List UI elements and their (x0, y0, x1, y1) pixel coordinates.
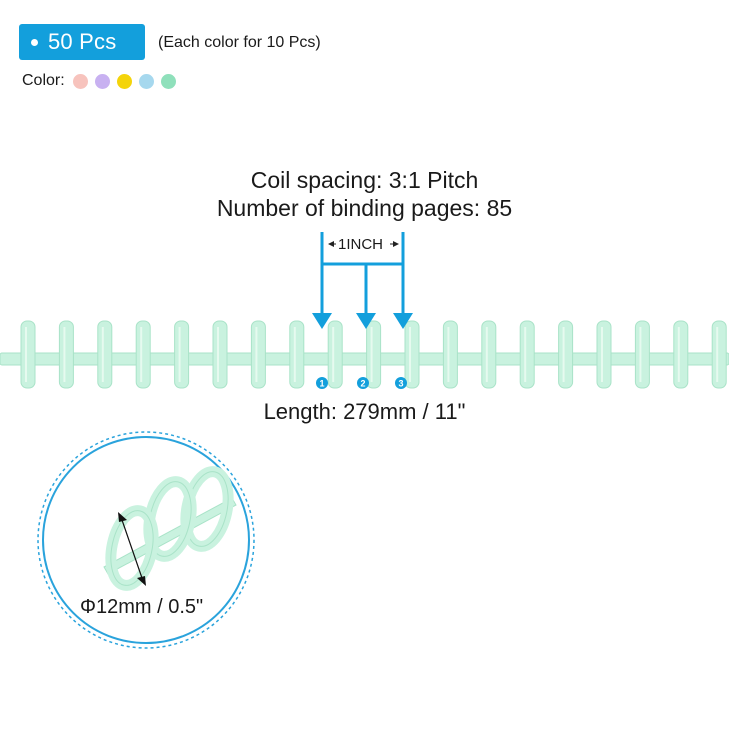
diameter-text: Φ12mm / 0.5" (80, 596, 204, 618)
coil-ring (404, 320, 420, 389)
coil-ring (481, 320, 497, 389)
coil-ring (327, 320, 343, 389)
coil-ring (596, 320, 612, 389)
coil-ring (366, 320, 382, 389)
quantity-note: (Each color for 10 Pcs) (158, 34, 321, 51)
color-swatch-green (160, 73, 176, 89)
pitch-dimension (320, 232, 405, 268)
marker-3-text: 3 (398, 379, 403, 389)
coil-ring (519, 320, 535, 389)
detail-zoom-circle (37, 431, 255, 649)
coil-ring (634, 320, 650, 389)
pitch-arrows (312, 264, 413, 329)
color-swatch-purple (94, 73, 110, 89)
coil-ring (135, 320, 151, 389)
coil-ring (212, 320, 228, 389)
pitch-markers: 1 2 3 (316, 377, 407, 389)
length-text: Length: 279mm / 11" (263, 399, 466, 424)
coil-ring (711, 320, 727, 389)
color-swatch-pink (72, 73, 88, 89)
color-swatch-blue (138, 73, 154, 89)
quantity-label: 50 Pcs (48, 29, 117, 54)
quantity-badge: 50 Pcs (19, 24, 145, 60)
coil-ring (97, 320, 113, 389)
coil-rings (20, 320, 727, 389)
coil-ring (20, 320, 36, 389)
marker-1-text: 1 (319, 379, 324, 389)
color-label: Color: (22, 72, 65, 89)
coil-ring (58, 320, 74, 389)
marker-2-text: 2 (360, 379, 365, 389)
pitch-label: 1INCH (337, 236, 385, 253)
arrow-down-icon (356, 313, 376, 329)
coil-ring (289, 320, 305, 389)
arrow-down-icon (312, 313, 332, 329)
coil-ring (558, 320, 574, 389)
coil-ring (442, 320, 458, 389)
marker-3 (395, 377, 407, 389)
bullet-icon (31, 38, 38, 46)
marker-2 (357, 377, 369, 389)
binding-pages-text: Number of binding pages: 85 (216, 195, 513, 221)
color-options: Color: (22, 72, 183, 90)
coil-ring (250, 320, 266, 389)
coil-ring (673, 320, 689, 389)
color-swatch-yellow (116, 73, 132, 89)
marker-1 (316, 377, 328, 389)
coil-spacing-text: Coil spacing: 3:1 Pitch (250, 167, 479, 193)
coil-ring (174, 320, 190, 389)
arrow-down-icon (393, 313, 413, 329)
